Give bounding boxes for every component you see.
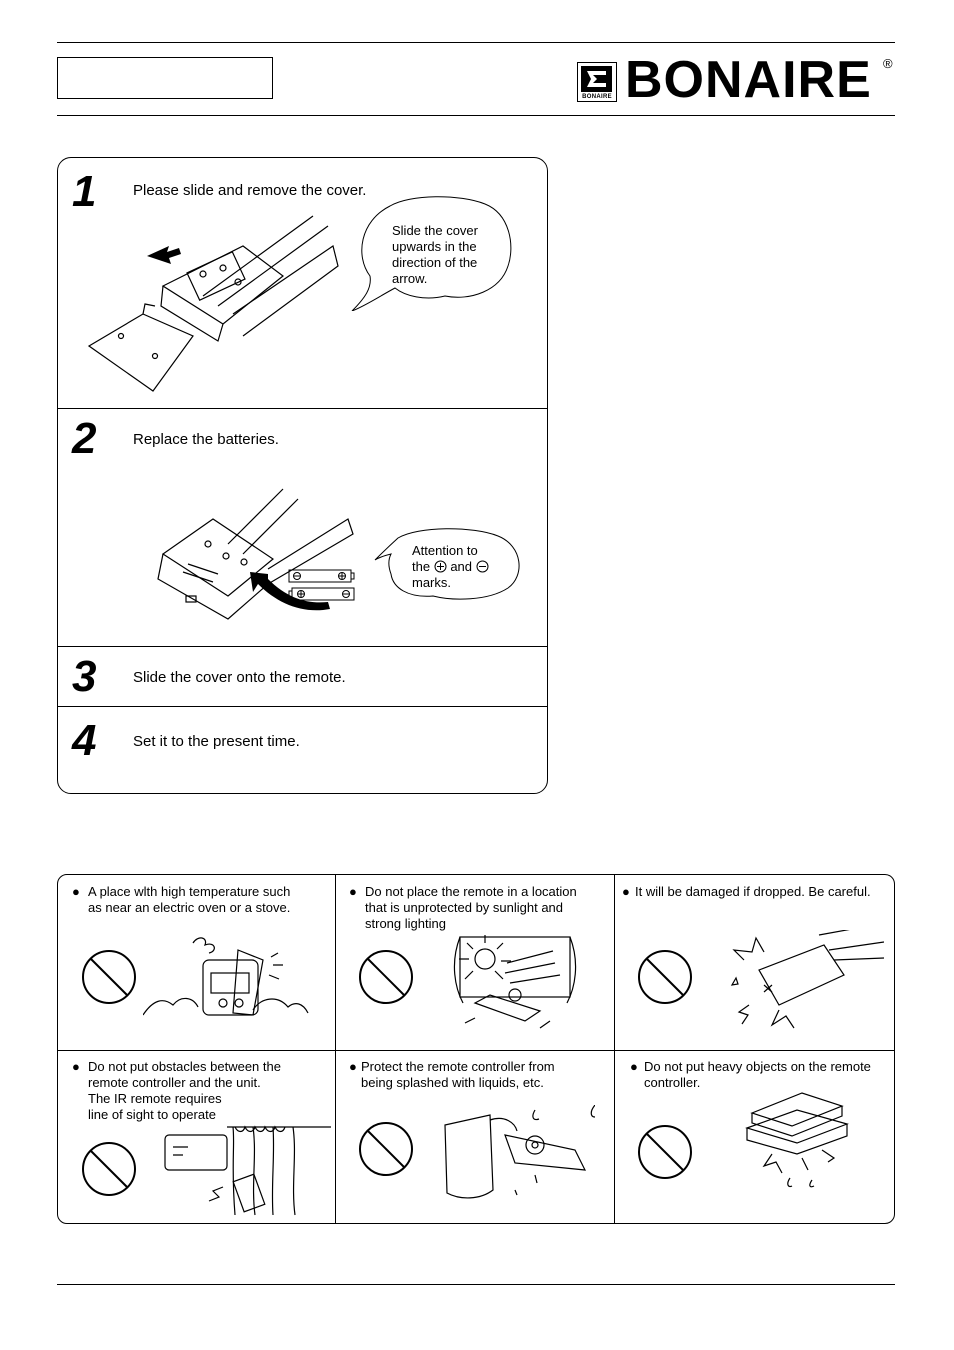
remote-cover-illustration — [87, 215, 339, 392]
warning-line: that is unprotected by sunlight and — [365, 900, 564, 915]
warning-line: It will be damaged if dropped. Be carefu… — [635, 884, 871, 899]
brand-logo: BONAIRE BONAIRE ® — [577, 52, 897, 108]
battery-replacement-steps: 1 Please slide and remove the cover. Sli… — [57, 157, 548, 794]
brand-mark-icon: BONAIRE — [577, 62, 617, 102]
prohibition-icon — [82, 950, 136, 1004]
step-number: 1 — [72, 167, 97, 216]
battery-replacement-illustration — [157, 488, 354, 620]
step-4: 4 Set it to the present time. — [58, 706, 547, 793]
warning-line: line of sight to operate — [88, 1107, 216, 1122]
bubble-line: upwards in the — [392, 239, 477, 254]
stove-illustration — [143, 937, 309, 1016]
step-2: 2 Replace the batteries. — [58, 408, 547, 647]
step-text: Please slide and remove the cover. — [133, 182, 367, 199]
prohibition-icon — [359, 1122, 413, 1176]
brand-mark-label: BONAIRE — [582, 94, 612, 100]
plus-circle-icon — [434, 560, 447, 573]
splashed-remote-illustration — [444, 1105, 595, 1199]
bubble-line: marks. — [412, 575, 451, 590]
prohibition-icon — [638, 1125, 692, 1179]
blocked-signal-illustration — [164, 1125, 331, 1216]
step-number: 2 — [72, 414, 97, 463]
step-text: Slide the cover onto the remote. — [133, 669, 346, 686]
bubble-text-1: Slide the cover upwards in the direction… — [392, 223, 478, 287]
batteries-icon — [288, 569, 355, 601]
warning-text: ● Protect the remote controller from bei… — [349, 1059, 608, 1091]
bubble-word: and — [450, 559, 473, 574]
bubble-line: the and — [412, 559, 489, 575]
speech-bubble — [351, 196, 512, 311]
warning-dropped: ● It will be damaged if dropped. Be care… — [614, 875, 894, 1050]
step-text: Replace the batteries. — [133, 431, 279, 448]
warning-liquids: ● Protect the remote controller from bei… — [335, 1050, 614, 1223]
warning-text: ● Do not place the remote in a location … — [349, 884, 608, 932]
bubble-word: the — [412, 559, 431, 574]
bullet-icon: ● — [349, 884, 357, 899]
warning-text: ● It will be damaged if dropped. Be care… — [622, 884, 890, 900]
bullet-icon: ● — [72, 884, 80, 899]
prohibition-icon — [638, 950, 692, 1004]
grid-divider — [58, 1050, 894, 1051]
minus-circle-icon — [476, 560, 489, 573]
grid-divider — [335, 875, 336, 1223]
dropped-remote-illustration — [730, 930, 884, 1029]
step-number: 4 — [72, 716, 97, 765]
warning-line: strong lighting — [365, 916, 446, 931]
warning-obstacles: ● Do not put obstacles between the remot… — [58, 1050, 335, 1223]
handling-warnings: ● A place wlth high temperature such as … — [57, 874, 895, 1224]
warning-line: being splashed with liquids, etc. — [361, 1075, 544, 1090]
warning-text: ● A place wlth high temperature such as … — [72, 884, 329, 916]
header-bottom-rule — [57, 115, 895, 116]
header-top-rule — [57, 42, 895, 43]
bubble-text-2: Attention to the and marks. — [412, 543, 489, 591]
footer-rule — [57, 1284, 895, 1285]
sunlit-window-illustration — [453, 935, 577, 1029]
bullet-icon: ● — [349, 1059, 357, 1074]
bullet-icon: ● — [622, 884, 630, 899]
warning-line: Protect the remote controller from — [361, 1059, 555, 1074]
bubble-line: direction of the — [392, 255, 478, 270]
warning-line: Do not put obstacles between the — [88, 1059, 281, 1074]
warning-line: Do not put heavy objects on the remote — [644, 1059, 871, 1074]
bullet-icon: ● — [72, 1059, 80, 1074]
warning-line: The IR remote requires — [88, 1091, 222, 1106]
bubble-line: Slide the cover — [392, 223, 478, 238]
title-box — [57, 57, 273, 99]
bubble-line: arrow. — [392, 271, 428, 286]
warning-sunlight: ● Do not place the remote in a location … — [335, 875, 614, 1050]
grid-divider — [614, 875, 615, 1223]
heavy-books-illustration — [745, 1092, 849, 1188]
warning-line: controller. — [644, 1075, 701, 1090]
warning-line: Do not place the remote in a location — [365, 884, 577, 899]
warning-high-temperature: ● A place wlth high temperature such as … — [58, 875, 335, 1050]
warning-text: ● Do not put obstacles between the remot… — [72, 1059, 329, 1123]
bullet-icon: ● — [630, 1059, 638, 1074]
bubble-line: Attention to — [412, 543, 478, 558]
registered-mark: ® — [883, 56, 893, 71]
warning-line: as near an electric oven or a stove. — [88, 900, 291, 915]
step-text: Set it to the present time. — [133, 733, 300, 750]
prohibition-icon — [359, 950, 413, 1004]
warning-heavy-objects: ● Do not put heavy objects on the remote… — [614, 1050, 894, 1223]
prohibition-icon — [82, 1142, 136, 1196]
warning-line: A place wlth high temperature such — [88, 884, 291, 899]
brand-name: BONAIRE — [625, 51, 872, 109]
step-1: 1 Please slide and remove the cover. Sli… — [58, 158, 547, 408]
step-3: 3 Slide the cover onto the remote. — [58, 646, 547, 707]
step-number: 3 — [72, 652, 97, 701]
warning-text: ● Do not put heavy objects on the remote… — [630, 1059, 890, 1091]
warning-line: remote controller and the unit. — [88, 1075, 261, 1090]
speech-bubble — [374, 528, 520, 600]
